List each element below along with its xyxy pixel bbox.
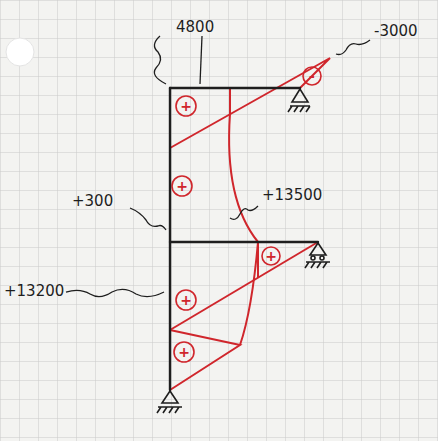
sign-mark: - [309,69,315,83]
sign-mark: + [180,99,192,113]
leader-lines [66,36,370,297]
moment-value: +13200 [4,282,64,300]
moment-value: +300 [72,192,113,210]
sign-mark: + [265,249,277,263]
moment-value: 4800 [176,18,214,36]
moment-value: +13500 [262,186,322,204]
supports [157,89,330,413]
punch-hole [6,38,34,66]
sign-mark: + [178,345,190,359]
moment-diagram [170,58,330,390]
sign-mark: + [176,179,188,193]
frame [170,88,318,390]
moment-value: -3000 [374,22,418,40]
sign-mark: + [180,293,192,307]
sign-circles [172,67,321,362]
